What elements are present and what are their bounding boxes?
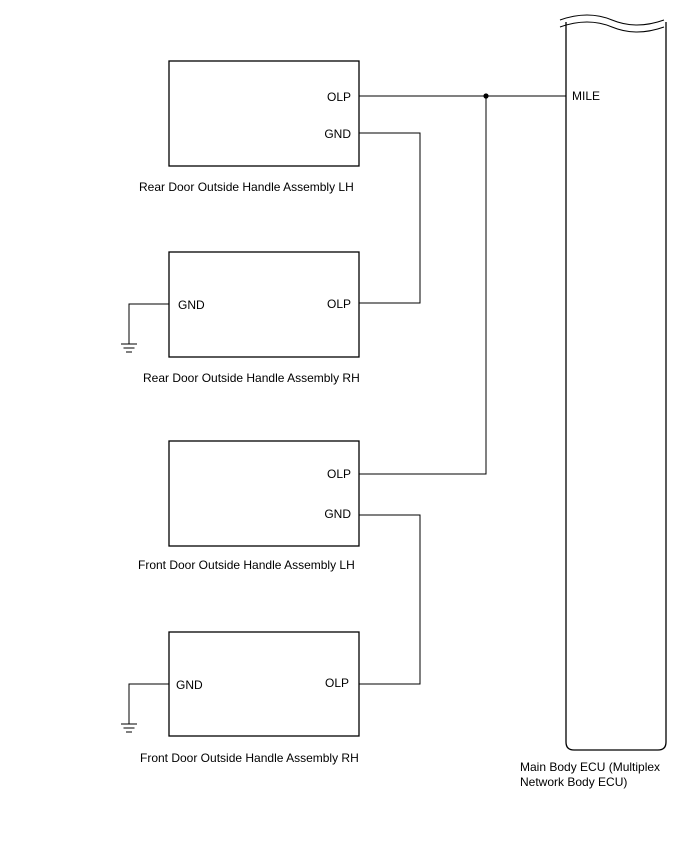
rear-door-rh-component: GND OLP [168, 251, 360, 358]
front-lh-caption: Front Door Outside Handle Assembly LH [138, 558, 355, 572]
wire-rear-rh-gnd-to-ground [128, 303, 169, 344]
ground-icon [121, 343, 137, 353]
ecu-caption-line2: Network Body ECU) [520, 775, 627, 789]
front-rh-pin-olp: OLP [325, 676, 349, 690]
rear-lh-pin-gnd: GND [324, 127, 351, 141]
front-lh-pin-olp: OLP [327, 467, 351, 481]
rear-rh-pin-olp: OLP [327, 297, 351, 311]
front-door-lh-component: OLP GND [168, 440, 360, 547]
rear-rh-caption: Rear Door Outside Handle Assembly RH [143, 371, 360, 385]
rear-lh-pin-olp: OLP [327, 90, 351, 104]
ground-icon [121, 723, 137, 733]
rear-rh-pin-gnd: GND [178, 298, 205, 312]
ecu-pin-mile: MILE [572, 89, 600, 103]
junction-dot [483, 93, 489, 99]
rear-door-lh-component: OLP GND [168, 60, 360, 167]
main-body-ecu: MILE [559, 14, 667, 751]
wire-rear-lh-gnd-to-rear-rh-olp [359, 132, 421, 304]
ecu-caption-line1: Main Body ECU (Multiplex [520, 760, 660, 774]
front-rh-caption: Front Door Outside Handle Assembly RH [140, 751, 359, 765]
wire-front-lh-gnd-to-front-rh-olp [359, 514, 421, 685]
front-lh-pin-gnd: GND [324, 507, 351, 521]
front-rh-pin-gnd: GND [176, 678, 203, 692]
wire-front-lh-olp-to-mile [359, 96, 487, 475]
front-door-rh-component: GND OLP [168, 631, 360, 737]
rear-lh-caption: Rear Door Outside Handle Assembly LH [139, 180, 354, 194]
wires [128, 93, 566, 724]
wire-front-rh-gnd-to-ground [128, 683, 169, 724]
